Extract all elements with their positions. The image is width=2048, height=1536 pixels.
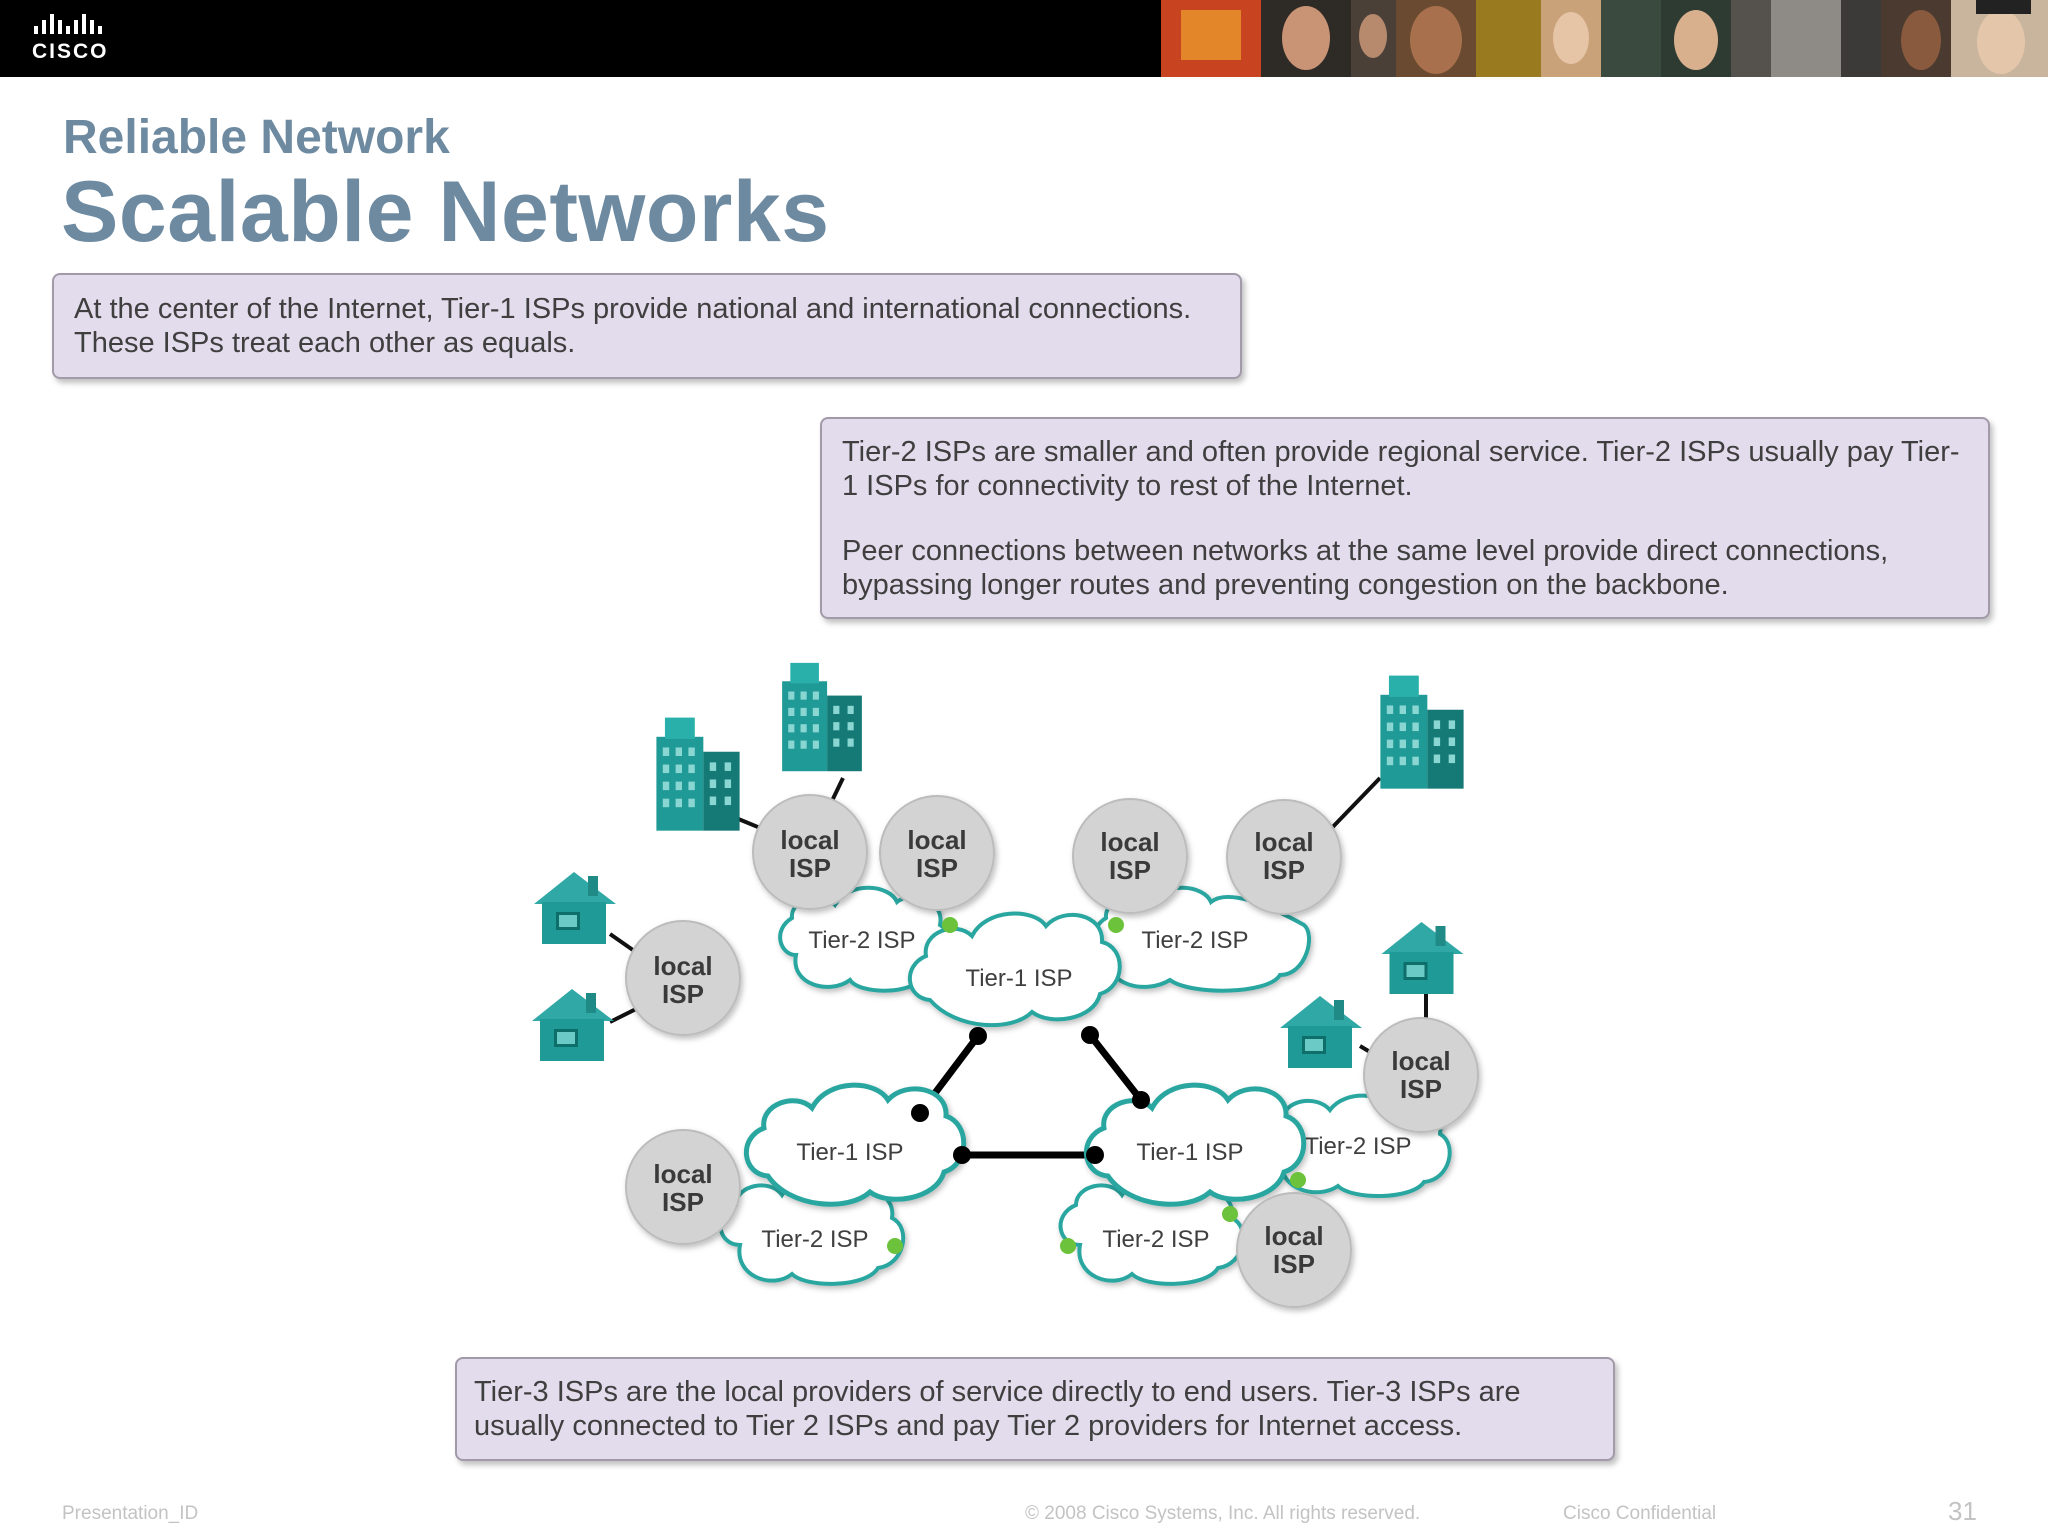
slide-title: Scalable Networks (61, 164, 830, 260)
peer-connection-dot (1108, 917, 1124, 933)
backbone-node (1132, 1091, 1150, 1109)
local-isp-label-line1: local (907, 825, 966, 855)
local-isp-5: local ISP (625, 920, 741, 1036)
local-isp-label-line1: local (1100, 827, 1159, 857)
callout-tier2-text-2: Peer connections between networks at the… (842, 535, 1889, 601)
callout-tier3: Tier-3 ISPs are the local providers of s… (455, 1357, 1615, 1461)
header-bar: CISCO (0, 0, 2048, 77)
people-photo-strip (1161, 0, 2048, 77)
cloud-tier2-upper-left: Tier-2 ISP (778, 885, 952, 993)
callout-tier1: At the center of the Internet, Tier-1 IS… (52, 273, 1242, 379)
callout-tier2-text-1: Tier-2 ISPs are smaller and often provid… (842, 436, 1960, 502)
cisco-logo-text: CISCO (32, 40, 109, 63)
local-isp-1: local ISP (752, 794, 868, 910)
local-isp-label-line2: ISP (916, 853, 958, 883)
local-isp-label-line2: ISP (662, 1187, 704, 1217)
local-isp-label-line2: ISP (789, 853, 831, 883)
cloud-tier1-right: Tier-1 ISP (1084, 1082, 1307, 1207)
home-icon (1280, 996, 1362, 1068)
local-isp-6: local ISP (1363, 1017, 1479, 1133)
cloud-tier2-label: Tier-2 ISP (1141, 927, 1248, 954)
local-isp-4: local ISP (1226, 799, 1342, 915)
link-line (609, 1006, 639, 1024)
backbone-node (1081, 1026, 1099, 1044)
cloud-tier2-label: Tier-2 ISP (761, 1226, 868, 1253)
local-isp-label-line2: ISP (1263, 855, 1305, 885)
backbone-link (1087, 1032, 1144, 1103)
footer-confidential: Cisco Confidential (1563, 1503, 1717, 1524)
peer-connection-dot (1290, 1172, 1306, 1188)
footer-copyright: © 2008 Cisco Systems, Inc. All rights re… (1025, 1503, 1421, 1524)
local-isp-8: local ISP (1236, 1192, 1352, 1308)
cisco-bridge-logo-icon (34, 14, 102, 34)
backbone-node (969, 1027, 987, 1045)
cloud-tier2-label: Tier-2 ISP (1102, 1226, 1209, 1253)
callout-tier1-text: At the center of the Internet, Tier-1 IS… (74, 293, 1192, 359)
local-isp-label-line1: local (1254, 827, 1313, 857)
home-icon (534, 872, 616, 944)
cloud-tier1-label: Tier-1 ISP (796, 1139, 903, 1166)
local-isp-label-line1: local (780, 825, 839, 855)
local-isp-label-line1: local (653, 951, 712, 981)
office-building-icon (656, 717, 740, 831)
isp-hierarchy-diagram: Tier-2 ISP Tier-2 ISP Tier-2 ISP Tier-2 … (532, 662, 1479, 1308)
local-isp-3: local ISP (1072, 798, 1188, 914)
local-isp-2: local ISP (879, 795, 995, 911)
page-number: 31 (1948, 1496, 1977, 1526)
backbone-node (911, 1104, 929, 1122)
peer-connection-dot (1222, 1206, 1238, 1222)
local-isp-label-line1: local (653, 1159, 712, 1189)
cloud-tier1-label: Tier-1 ISP (1136, 1139, 1243, 1166)
local-isp-7: local ISP (625, 1129, 741, 1245)
local-isp-label-line2: ISP (1400, 1074, 1442, 1104)
footer-presentation-id: Presentation_ID (62, 1503, 199, 1524)
local-isp-label-line1: local (1391, 1046, 1450, 1076)
backbone-node (953, 1146, 971, 1164)
callout-tier3-text: Tier-3 ISPs are the local providers of s… (474, 1376, 1521, 1442)
peer-connection-dot (942, 917, 958, 933)
cloud-tier2-label: Tier-2 ISP (1304, 1133, 1411, 1160)
local-isp-label-line2: ISP (1109, 855, 1151, 885)
local-isp-label-line2: ISP (662, 979, 704, 1009)
local-isp-label-line1: local (1264, 1221, 1323, 1251)
callout-tier2: Tier-2 ISPs are smaller and often provid… (820, 417, 1990, 619)
backbone-node (1086, 1146, 1104, 1164)
office-building-icon (1380, 675, 1464, 789)
home-icon (532, 989, 614, 1061)
peer-connection-dot (1060, 1238, 1076, 1254)
cloud-tier1-top: Tier-1 ISP (908, 911, 1122, 1028)
cisco-logo: CISCO (32, 14, 122, 64)
home-icon (1381, 922, 1464, 994)
local-isp-label-line2: ISP (1273, 1249, 1315, 1279)
office-building-icon (782, 662, 862, 772)
cloud-tier2-lower-middle: Tier-2 ISP (1058, 1178, 1246, 1286)
cloud-tier1-label: Tier-1 ISP (965, 965, 1072, 992)
link-line (1323, 776, 1382, 837)
cloud-tier2-label: Tier-2 ISP (808, 927, 915, 954)
peer-connection-dot (887, 1238, 903, 1254)
slide-subtitle: Reliable Network (63, 111, 450, 164)
cloud-tier1-left: Tier-1 ISP (744, 1082, 967, 1207)
